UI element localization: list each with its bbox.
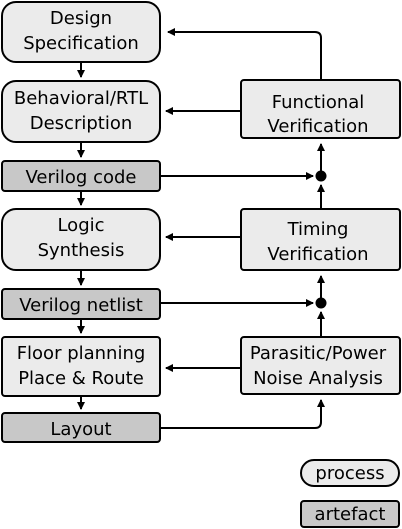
verilog-netlist-label: Verilog netlist <box>19 295 143 316</box>
node-layout: Layout <box>1 412 161 443</box>
legend-process-label: process <box>315 463 384 484</box>
parasitic-power-line-2: Noise Analysis <box>253 368 383 389</box>
verilog-code-label: Verilog code <box>26 167 137 188</box>
behavioral-rtl-line-2: Description <box>30 113 133 134</box>
arrow-functional-to-spec <box>167 28 322 80</box>
floor-planning-line-2: Place & Route <box>18 368 144 389</box>
flow-connectors <box>77 28 325 429</box>
behavioral-rtl-line-1: Behavioral/RTL <box>14 88 148 109</box>
functional-verification-line-2: Verification <box>267 116 368 137</box>
junction-dot-verilog-code <box>315 170 327 182</box>
parasitic-power-line-1: Parasitic/Power <box>250 343 387 364</box>
logic-synthesis-line-2: Synthesis <box>38 240 125 261</box>
node-parasitic-power-noise-analysis: Parasitic/Power Noise Analysis <box>240 336 401 395</box>
timing-verification-line-2: Verification <box>267 244 368 265</box>
node-timing-verification: Timing Verification <box>240 208 401 271</box>
legend-artefact-label: artefact <box>315 504 386 525</box>
legend-process: process <box>300 459 400 487</box>
node-floor-planning-place-route: Floor planning Place & Route <box>1 336 161 397</box>
design-specification-line-1: Design <box>50 8 112 29</box>
timing-verification-line-1: Timing <box>287 219 349 240</box>
design-specification-line-2: Specification <box>23 33 139 54</box>
legend-artefact: artefact <box>300 500 400 528</box>
logic-synthesis-line-1: Logic <box>57 215 104 236</box>
node-verilog-netlist: Verilog netlist <box>1 288 161 320</box>
junction-dot-netlist <box>315 297 327 309</box>
node-verilog-code: Verilog code <box>1 160 161 192</box>
node-logic-synthesis: Logic Synthesis <box>1 208 161 271</box>
functional-verification-line-1: Functional <box>272 92 365 113</box>
node-design-specification: Design Specification <box>1 1 161 63</box>
legend: process artefact <box>300 459 400 528</box>
node-functional-verification: Functional Verification <box>240 79 401 139</box>
layout-label: Layout <box>50 419 111 440</box>
arrow-layout-to-parasitic <box>160 399 325 429</box>
floor-planning-line-1: Floor planning <box>17 343 146 364</box>
node-behavioral-rtl-description: Behavioral/RTL Description <box>1 80 161 143</box>
